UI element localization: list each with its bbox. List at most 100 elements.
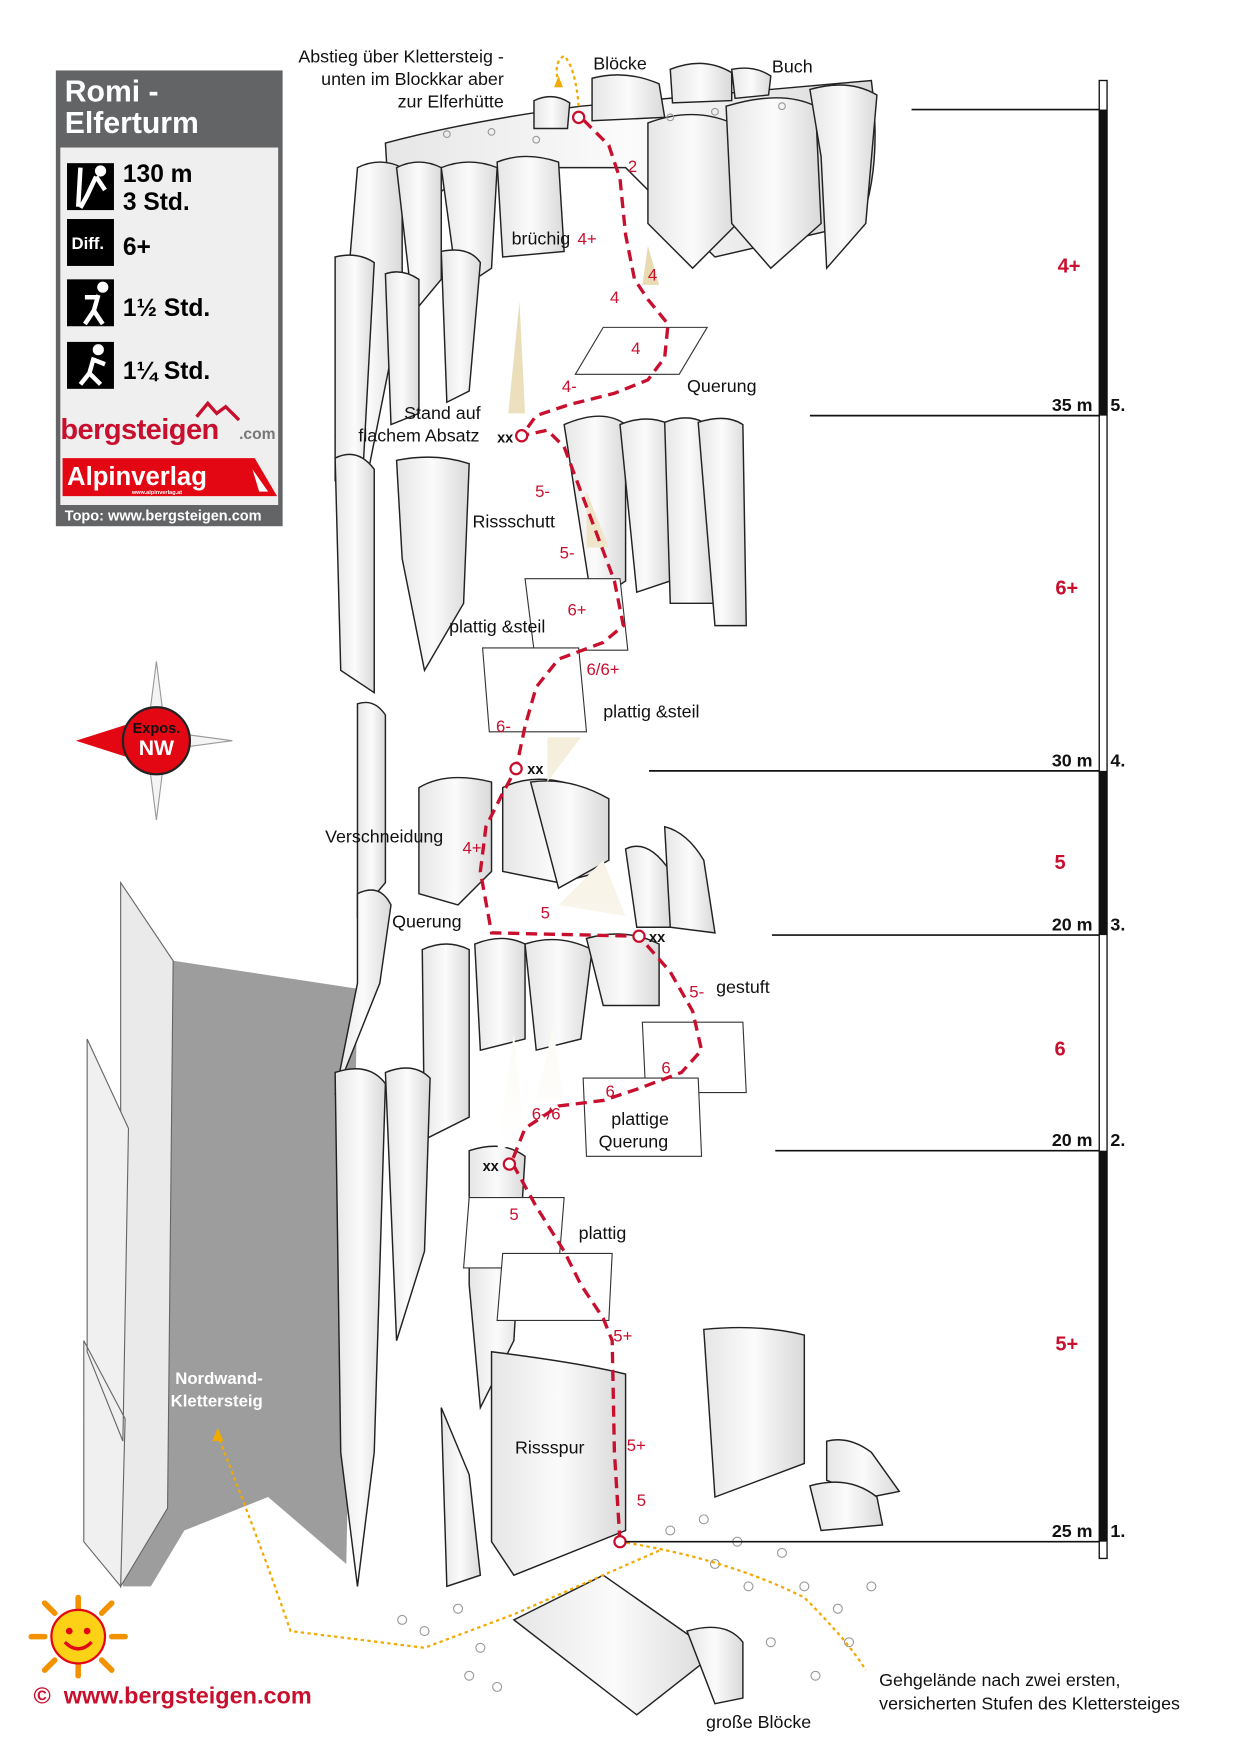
grade-label: 4: [648, 265, 657, 284]
compass: Expos. NW: [75, 661, 233, 821]
grade-label: 6: [661, 1059, 670, 1078]
route-title-1: Romi -: [65, 76, 159, 109]
pitch-number: 1.: [1110, 1521, 1125, 1541]
grade-label: 4: [631, 339, 640, 358]
rock-face: [334, 62, 901, 1716]
label-querung: Querung: [392, 911, 462, 931]
label-gestuft: gestuft: [716, 977, 770, 997]
topo-credit: Topo: www.bergsteigen.com: [65, 509, 262, 525]
label-stand: Stand auf: [404, 403, 480, 423]
exposure-direction: NW: [139, 737, 174, 760]
belay-label: xx: [483, 1159, 499, 1175]
footer-copyright: © www.bergsteigen.com: [34, 1683, 312, 1709]
bergsteigen-logo-com: .com: [239, 426, 275, 443]
compass-arrow-icon: [75, 723, 129, 758]
label-bloecke: Blöcke: [593, 53, 647, 73]
label-gehgelaende: versicherten Stufen des Klettersteiges: [879, 1693, 1180, 1713]
route-duration: 3 Std.: [123, 189, 190, 216]
grade-label: 4-: [562, 377, 577, 396]
label-rissspur: Rissspur: [515, 1437, 585, 1457]
exposure-label: Expos.: [133, 721, 181, 737]
belay-label: xx: [527, 762, 543, 778]
belay-labels: xx xx xx xx: [483, 430, 666, 1174]
label-nordwand: Nordwand-: [175, 1369, 262, 1388]
grade-label: 6: [605, 1082, 614, 1101]
belay-label: xx: [649, 930, 665, 946]
pitch-length: 35 m: [1052, 395, 1093, 415]
grade-label: 6/6+: [586, 660, 619, 679]
label-plattige-querung: Querung: [599, 1131, 669, 1151]
pitch-number: 2.: [1110, 1130, 1125, 1150]
pitch-grade: 5+: [1055, 1334, 1078, 1356]
pitch-length: 30 m: [1052, 750, 1093, 770]
alpinverlag-url: www.alpinverlag.at: [131, 490, 182, 496]
belay-label: xx: [497, 430, 513, 446]
pitch-length: 25 m: [1052, 1521, 1093, 1541]
pitch-length: 20 m: [1052, 915, 1093, 935]
nordwand-wall: [120, 882, 358, 1587]
pitch-number: 4.: [1110, 750, 1125, 770]
grade-label: 5-: [535, 482, 550, 501]
difficulty-icon: [67, 219, 114, 266]
label-rissschutt: Rissschutt: [473, 511, 555, 531]
mountain-logo-icon: [195, 400, 241, 422]
label-plattig-steil: plattig &steil: [449, 616, 545, 636]
descent-time: 1¼ Std.: [123, 358, 210, 385]
belay-stations: [502, 110, 646, 1549]
grade-label: 5+: [627, 1436, 646, 1455]
label-querung: Querung: [687, 376, 757, 396]
label-gehgelaende: Gehgelände nach zwei ersten,: [879, 1670, 1120, 1690]
diff-label: Diff.: [71, 234, 104, 253]
label-plattige-querung: plattige: [611, 1109, 669, 1129]
label-grosse-bloecke: große Blöcke: [706, 1712, 811, 1732]
grade-label: 5-: [560, 544, 575, 563]
label-nordwand: Klettersteig: [171, 1392, 263, 1411]
alpinverlag-text: Alpinverlag: [67, 463, 207, 491]
label-buch: Buch: [772, 57, 813, 77]
route-title-2: Elferturm: [65, 107, 199, 140]
descent-path: [555, 54, 580, 107]
alpinverlag-logo: [62, 458, 278, 497]
descent-note: unten im Blockkar aber: [321, 69, 504, 89]
label-plattig-steil: plattig &steil: [603, 701, 699, 721]
grade-label: 5: [541, 903, 550, 922]
approach-arrow-icon: [212, 1427, 224, 1442]
grade-label: 6+: [567, 601, 586, 620]
grade-label: 6-/6: [532, 1104, 561, 1123]
pitch-grade: 4+: [1058, 256, 1081, 278]
route-length: 130 m: [123, 161, 193, 188]
pitch-grade: 5: [1055, 852, 1066, 874]
label-verschneidung: Verschneidung: [325, 826, 443, 846]
info-box: Romi - Elferturm 130 m 3 Std. Diff. 6+ 1…: [55, 70, 283, 527]
pitch-number: 5.: [1110, 395, 1125, 415]
pitch-number: 3.: [1110, 915, 1125, 935]
slabs: [462, 326, 747, 1322]
grade-label: 6-: [496, 717, 511, 736]
grade-label: 4+: [578, 230, 597, 249]
route-difficulty: 6+: [123, 234, 151, 261]
pitch-length: 20 m: [1052, 1130, 1093, 1150]
grade-label: 5: [509, 1205, 518, 1224]
grade-label: 5+: [613, 1327, 632, 1346]
approach-path: [216, 1435, 867, 1671]
label-plattig: plattig: [579, 1223, 627, 1243]
grade-label: 5-: [689, 983, 704, 1002]
bergsteigen-logo: bergsteigen: [60, 414, 218, 446]
pitch-scale: 25 m 1. 5+ 20 m 2. 6 20 m 3. 5 30 m 4. 6…: [625, 79, 1125, 1560]
grade-label: 4+: [462, 839, 481, 858]
pitch-grade: 6: [1055, 1039, 1066, 1061]
label-bruechig: brüchig: [512, 229, 571, 249]
sun-logo-icon: [28, 1594, 128, 1679]
label-stand: flachem Absatz: [358, 425, 479, 445]
grade-label: 2: [628, 157, 637, 176]
pitch-grade: 6+: [1055, 577, 1078, 599]
descent-arrow-icon: [554, 76, 564, 88]
grade-label: 4: [610, 288, 619, 307]
grade-label: 5: [637, 1491, 646, 1510]
approach-time: 1½ Std.: [123, 295, 210, 322]
topo-labels: Abstieg über Klettersteig - unten im Blo…: [171, 47, 1180, 1733]
descent-note: zur Elferhütte: [398, 91, 504, 111]
route-line: [478, 116, 704, 1542]
route-grades: 2 4+ 4 4 4 4- 5- 5- 6+ 6/6+ 6- 4+ 5 5- 6…: [462, 157, 704, 1510]
